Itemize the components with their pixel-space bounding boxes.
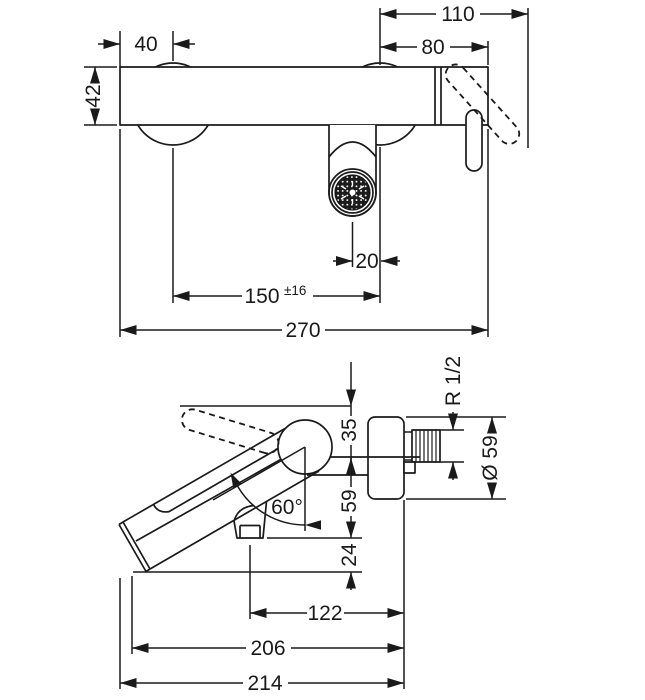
aerator-center-dot (349, 189, 356, 196)
dim-thread-label: R 1/2 (442, 356, 465, 406)
dim-40: 40 (98, 31, 195, 67)
dim-122: 122 (249, 545, 404, 625)
lever-side-raised (181, 408, 280, 455)
dim-59: 59 (338, 458, 361, 538)
dim-24: 24 (338, 543, 361, 590)
dim-214-label: 214 (247, 672, 282, 695)
dim-150: 150 ±16 (172, 148, 380, 308)
connection-pipe (307, 456, 420, 476)
mixer-body-bar (119, 66, 489, 126)
dim-42-label: 42 (82, 84, 105, 107)
thread-hatching (415, 430, 437, 462)
lever-side-outline (152, 447, 279, 513)
lever-handle-raised (444, 63, 521, 145)
outlet-nozzle (233, 501, 268, 539)
dim-150-label: 150 (244, 285, 279, 308)
threaded-connector (403, 429, 441, 474)
dim-24-label: 24 (338, 543, 361, 567)
dim-20: 20 (333, 147, 400, 303)
aerator-bezel-inner (331, 171, 374, 214)
dim-35-label: 35 (338, 418, 361, 441)
aerator-mesh-highlights (340, 181, 365, 204)
dim-angle-label: 60° (271, 496, 303, 519)
dim-214: 214 (119, 578, 404, 695)
aerator-bezel-outer (328, 168, 377, 217)
angle-arrow-upper (230, 472, 242, 489)
spout-end-face (118, 521, 151, 573)
angle-arrow-right (305, 520, 321, 530)
spout-front (328, 125, 377, 217)
dim-270-label: 270 (285, 319, 320, 342)
dim-diameter-label: Ø 59 (479, 435, 502, 481)
dim-59-label: 59 (338, 489, 361, 512)
dim-diameter-59: Ø 59 (406, 416, 506, 500)
dim-206: 206 (131, 576, 404, 660)
nozzle-inner-detail (239, 524, 261, 538)
dim-thread-r12: R 1/2 (440, 356, 465, 480)
dim-40-label: 40 (134, 33, 157, 56)
dim-110-label: 110 (441, 3, 474, 26)
side-view: 60° 35 59 24 Ø 59 (118, 356, 506, 695)
dim-206-label: 206 (250, 637, 285, 660)
spout-shoulder-arc (328, 141, 377, 158)
lever-handle-down (465, 109, 483, 172)
dim-20-label: 20 (355, 250, 378, 273)
body-seam-line (135, 458, 282, 542)
dim-angle-60: 60° (212, 446, 321, 531)
dim-35: 35 (338, 362, 361, 475)
dim-270: 270 (119, 129, 489, 342)
dim-80-label: 80 (421, 36, 444, 59)
handle-joint-lines (434, 67, 442, 125)
dim-150-tolerance-label: ±16 (284, 283, 306, 298)
dim-122-label: 122 (307, 602, 342, 625)
dim-110: 110 (379, 3, 529, 148)
connector-step (403, 461, 416, 474)
dim-42: 42 (82, 66, 117, 126)
wall-flange-side (367, 416, 405, 500)
front-view: 110 80 40 42 20 (82, 3, 529, 342)
dim-80: 80 (380, 36, 489, 65)
